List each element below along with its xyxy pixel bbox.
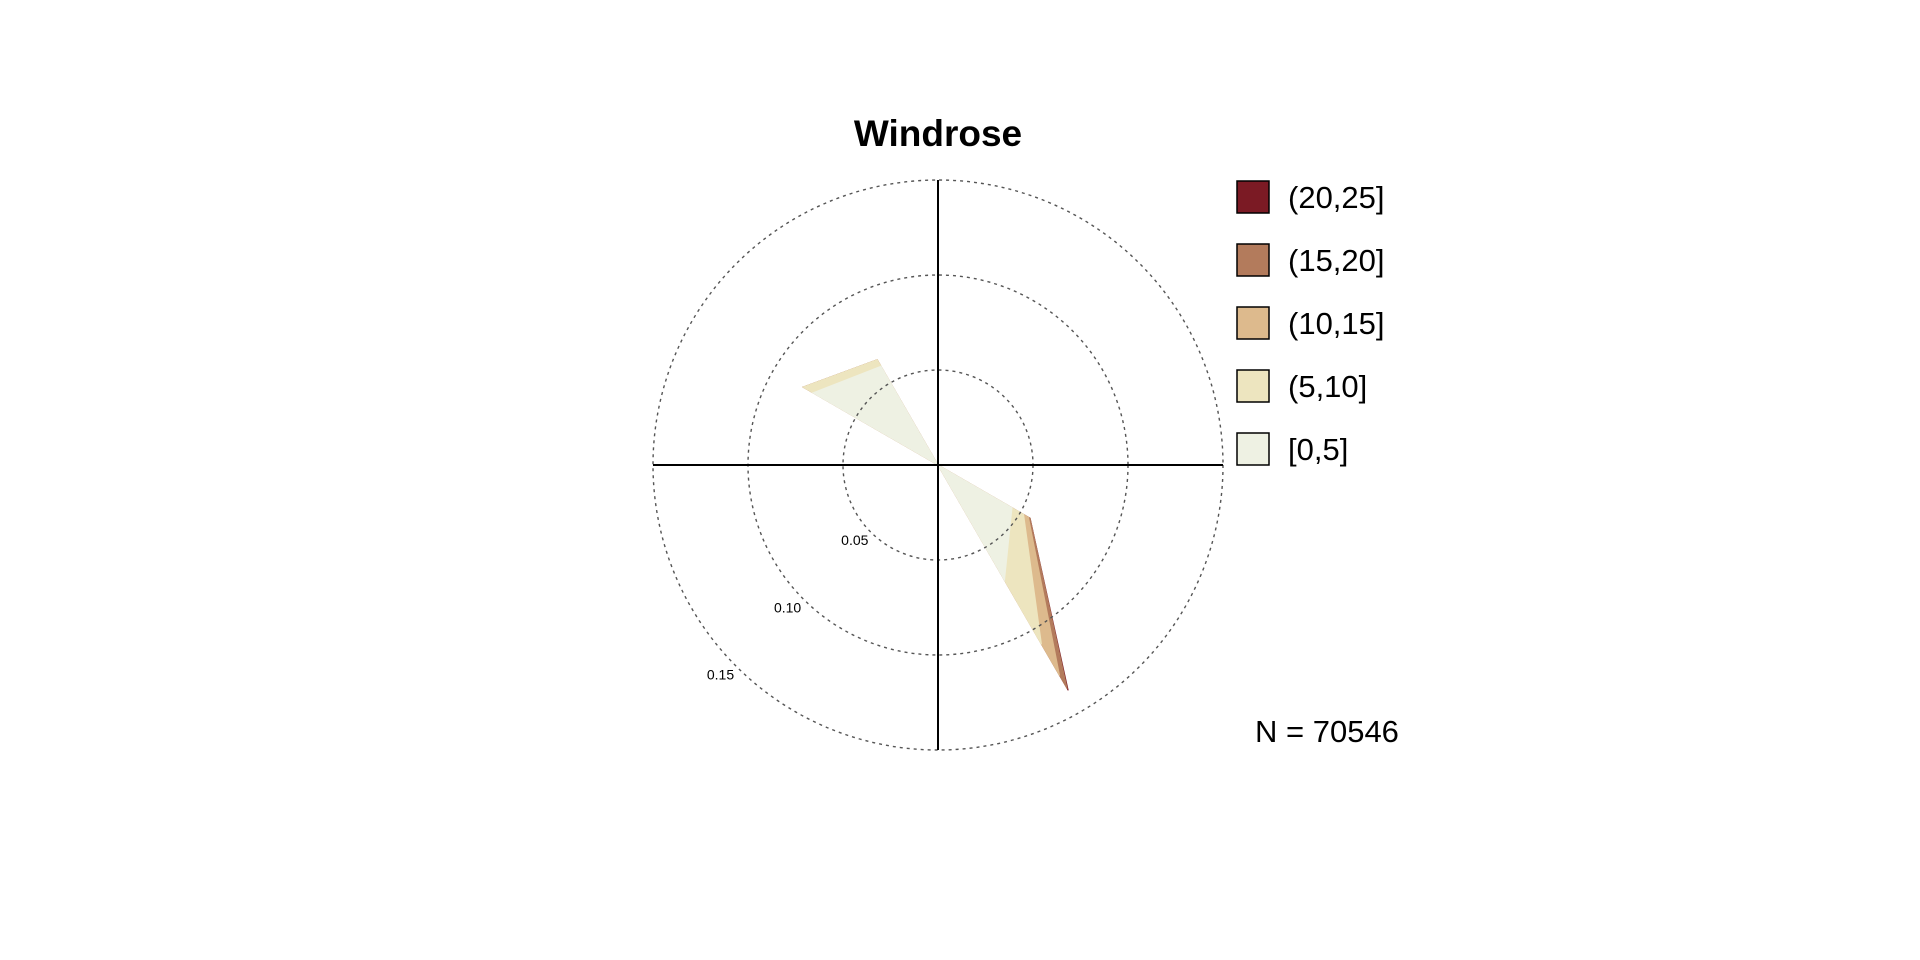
legend-label-3: (5,10]: [1288, 369, 1367, 404]
grid-layer: [652, 179, 1224, 751]
ring-label-2: 0.15: [707, 667, 734, 683]
ring-label-1: 0.10: [774, 599, 801, 615]
ring-label-0: 0.05: [841, 532, 868, 548]
legend-swatch-0: [1236, 180, 1270, 214]
legend-swatch-4: [1236, 432, 1270, 466]
legend-swatch-3: [1236, 369, 1270, 403]
legend-label-4: [0,5]: [1288, 432, 1348, 467]
chart-title: Windrose: [854, 113, 1022, 154]
legend: (20,25] (15,20] (10,15] (5,10] [0,5]: [1236, 180, 1385, 467]
legend-label-1: (15,20]: [1288, 243, 1385, 278]
legend-swatch-2: [1236, 306, 1270, 340]
legend-swatch-1: [1236, 243, 1270, 277]
sector-layer: [801, 359, 1069, 691]
legend-label-2: (10,15]: [1288, 306, 1385, 341]
legend-label-0: (20,25]: [1288, 180, 1385, 215]
ring-label-layer: 0.05 0.10 0.15: [707, 532, 869, 682]
sample-count-label: N = 70546: [1255, 714, 1399, 749]
